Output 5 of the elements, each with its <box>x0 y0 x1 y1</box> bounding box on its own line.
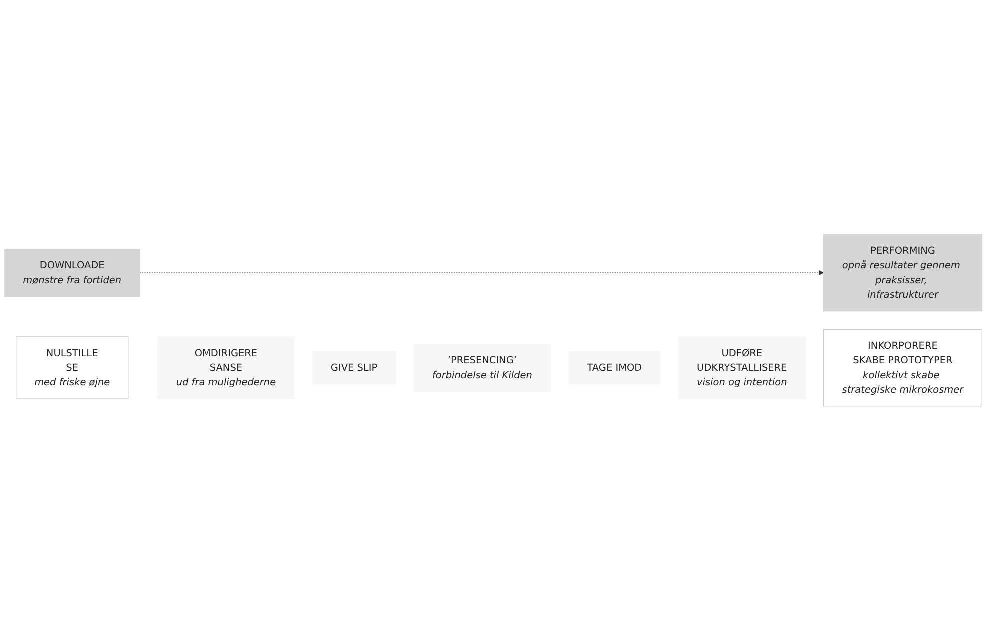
node-box: NULSTILLE SE med friske øjne <box>16 336 129 400</box>
node-box: DOWNLOADE mønstre fra fortiden <box>4 248 140 298</box>
node-box: INKORPORERE SKABE PROTOTYPER kollektivt skabe strategiske mikrokosmer <box>824 329 982 407</box>
node-box: PERFORMING opnå resultater gennem praksisser, infrastrukturer <box>824 234 982 312</box>
arrow <box>140 270 824 276</box>
